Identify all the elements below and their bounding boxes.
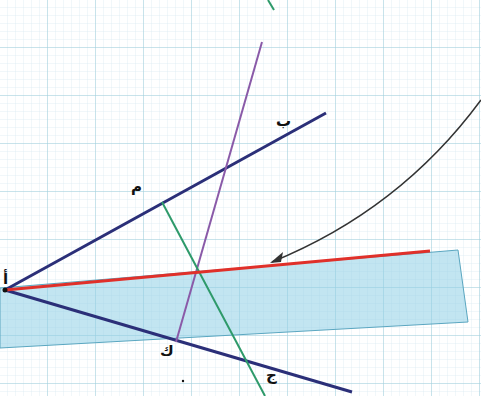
lower-ray <box>5 290 352 392</box>
ruler-ticks <box>2 252 458 297</box>
point-label: ب <box>276 114 291 129</box>
bisector <box>5 251 430 290</box>
point-label: ج <box>266 368 277 383</box>
vertex-point <box>3 288 8 293</box>
arrow-head <box>270 252 283 263</box>
point-label: ك <box>160 344 174 359</box>
upper-ray <box>5 113 326 290</box>
perpendicular-line <box>176 42 262 342</box>
pointer-arrow <box>272 100 481 262</box>
point-label: أ <box>3 272 8 287</box>
point-label: م <box>131 180 142 195</box>
dot <box>182 380 184 382</box>
perpendicular-line <box>162 202 265 396</box>
ruler <box>0 250 468 348</box>
line-segment <box>268 0 274 10</box>
